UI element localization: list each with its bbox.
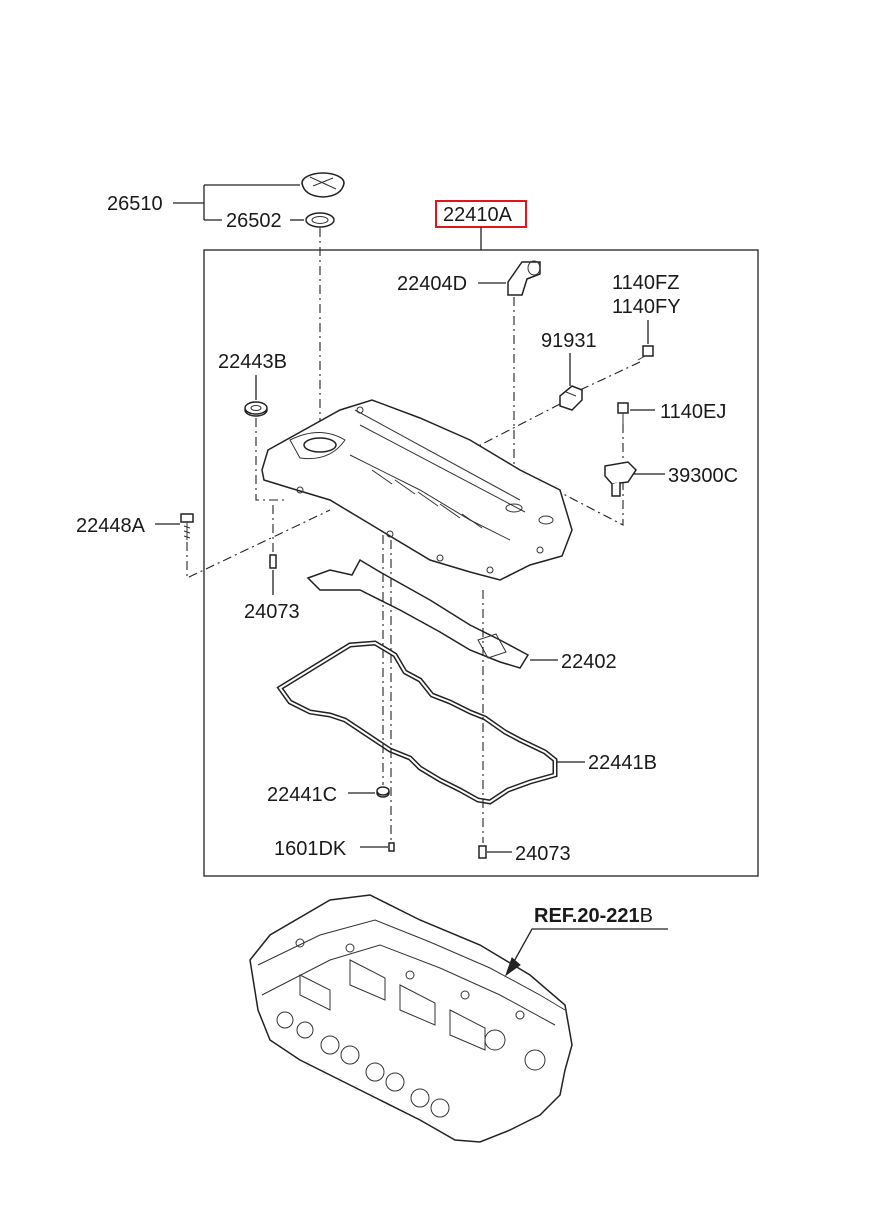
bolt-1601dk <box>388 842 395 852</box>
label-ref: REF.20-221B <box>534 905 653 927</box>
pcv-fitting <box>507 260 541 296</box>
label-22448A: 22448A <box>76 515 146 537</box>
seal-22443b <box>244 401 268 417</box>
oil-filler-cap <box>301 172 345 198</box>
label-22404D: 22404D <box>397 273 467 295</box>
valve-cover <box>261 399 573 581</box>
leader-ref-arrow <box>505 957 521 977</box>
label-22443B: 22443B <box>218 351 287 373</box>
bracket-91931 <box>559 385 583 411</box>
dash-1140ej <box>545 424 624 526</box>
label-1601DK: 1601DK <box>274 838 347 860</box>
ref-suffix: B <box>640 905 653 927</box>
cylinder-head <box>249 894 573 1143</box>
label-26510: 26510 <box>107 193 163 215</box>
label-1140EJ: 1140EJ <box>660 401 726 423</box>
bolt-22448a <box>180 513 194 540</box>
ref-number: REF.20-221 <box>534 905 640 927</box>
dash-seal <box>255 418 285 501</box>
leader-26510 <box>173 184 300 221</box>
gasket-22402 <box>306 558 530 669</box>
gasket-22441b <box>276 640 558 805</box>
dowel-24073-lower <box>478 845 487 859</box>
label-22402: 22402 <box>561 651 617 673</box>
bolt-1140fz <box>637 345 654 361</box>
label-26502: 26502 <box>226 210 282 232</box>
label-22441C: 22441C <box>267 784 337 806</box>
label-22410A[interactable]: 22410A <box>443 204 513 226</box>
label-22441B: 22441B <box>588 752 657 774</box>
leader-ref <box>511 928 668 966</box>
dowel-24073-upper <box>269 554 277 569</box>
cap-gasket <box>305 212 335 228</box>
dash-bracket <box>454 361 641 459</box>
dash-22448a <box>186 509 331 579</box>
washer-22441c <box>376 786 390 798</box>
label-91931: 91931 <box>541 330 597 352</box>
label-1140FZ: 1140FZ <box>612 272 679 294</box>
bolt-1140ej <box>617 402 629 424</box>
label-39300C: 39300C <box>668 465 738 487</box>
label-24073-upper: 24073 <box>244 601 300 623</box>
label-24073-lower: 24073 <box>515 843 571 865</box>
label-1140FY: 1140FY <box>612 296 681 318</box>
sensor-39300c <box>604 461 637 497</box>
